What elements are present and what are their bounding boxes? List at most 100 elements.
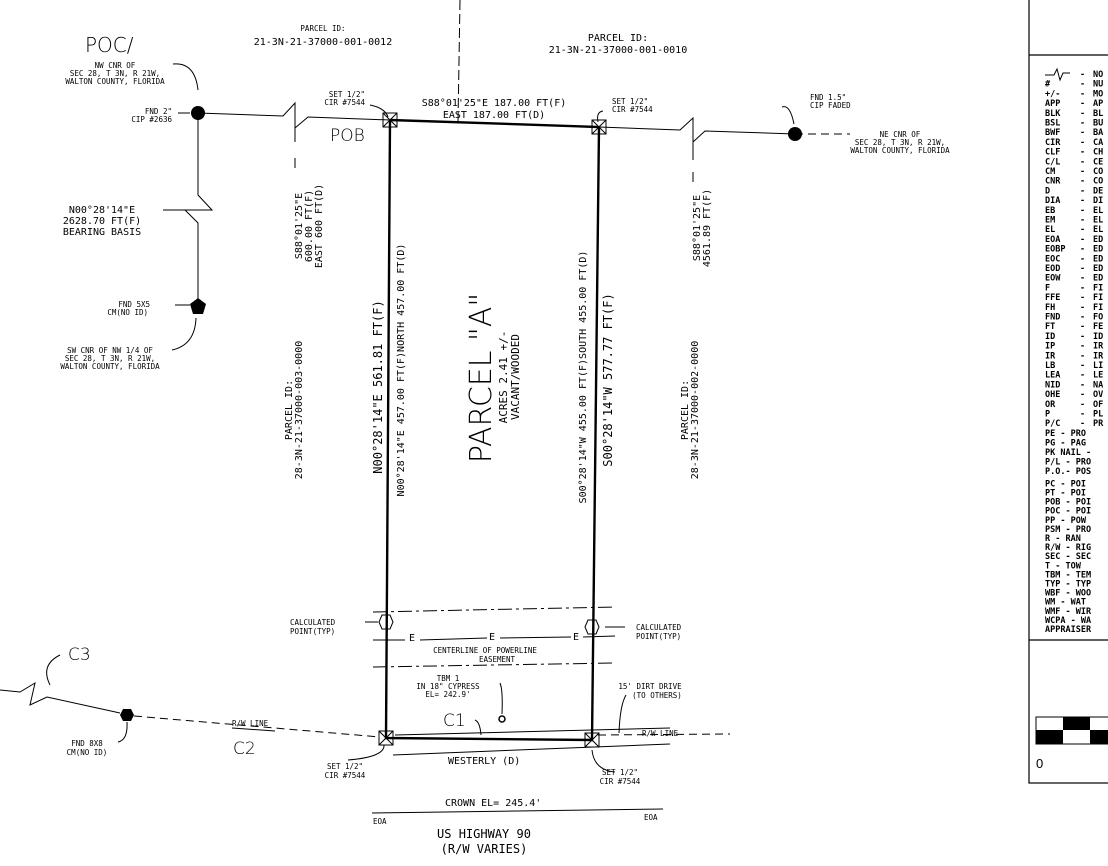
highway-rw: (R/W VARIES) [441, 842, 528, 856]
curve-c2-label: C2 [233, 739, 256, 759]
legend-dash: - [1080, 322, 1085, 332]
legend-dash: - [1080, 293, 1085, 303]
legend-abbreviation: D [1045, 186, 1050, 196]
legend-dash: - [1080, 274, 1085, 284]
legend-dash: - [1080, 177, 1085, 187]
eoa-label: EOA [373, 817, 387, 826]
legend-abbreviation: EOC [1045, 254, 1060, 264]
fnd2-label: FND 2" [145, 107, 172, 116]
legend-abbreviation: LB [1045, 361, 1055, 371]
legend-dash: - [1080, 138, 1085, 148]
parcel-use: VACANT/WOODED [509, 334, 522, 420]
eoa-label: EOA [644, 813, 658, 822]
tbm-label: EL= 242.9' [425, 690, 470, 699]
legend-row: P.O.- POS [1045, 467, 1091, 477]
legend-abbreviation: LEA [1045, 371, 1060, 381]
legend-abbreviation: EOW [1045, 274, 1061, 284]
legend-description: FE [1093, 322, 1103, 332]
calc-point-label: CALCULATED [636, 623, 682, 632]
legend-row: POC - POI [1045, 507, 1091, 517]
east-tie: S88°01'25"E [692, 195, 703, 261]
legend-description: CO [1093, 167, 1103, 177]
legend-description: BA [1093, 128, 1103, 138]
legend-description: NU [1093, 80, 1103, 90]
legend-dash: - [1080, 148, 1085, 158]
ne-cnr-label: WALTON COUNTY, FLORIDA [850, 146, 950, 155]
legend-row: PP - POW [1045, 516, 1087, 526]
legend-description: BU [1093, 119, 1103, 129]
calculated-point-icon [378, 614, 600, 635]
legend-abbreviation: EOD [1045, 264, 1060, 274]
right-of-way [0, 654, 731, 814]
fnd15-label: FND 1.5" [810, 93, 846, 102]
bearing-basis: 2628.70 FT(F) [63, 216, 141, 227]
scale-zero: 0 [1036, 756, 1043, 771]
legend-abbreviation: FH [1045, 303, 1055, 313]
legend-dash: - [1080, 99, 1085, 109]
ne-cnr-label: NE CNR OF [880, 130, 921, 139]
legend-abbreviation: NID [1045, 380, 1060, 390]
legend-abbreviation: P [1045, 410, 1050, 420]
legend-dash: - [1080, 245, 1085, 255]
fnd5x5-label: CM(NO ID) [107, 308, 148, 317]
legend-abbreviation: OHE [1045, 390, 1060, 400]
legend-description: ED [1093, 264, 1103, 274]
legend-row: T - TOW [1045, 561, 1082, 571]
fnd8x8-label: CM(NO ID) [67, 748, 108, 757]
electric-marker: E [573, 632, 579, 643]
legend-abbreviation: EOA [1045, 235, 1060, 245]
legend-dash: - [1080, 410, 1085, 420]
parcel-id-nw: 21-3N-21-37000-001-0012 [254, 37, 392, 48]
legend-description: ID [1093, 332, 1103, 342]
poc-desc: SEC 28, T 3N, R 21W, [70, 69, 160, 78]
legend-description: OF [1093, 400, 1103, 410]
legend-abbreviation: # [1045, 80, 1051, 90]
legend-dash: - [1080, 80, 1085, 90]
legend-row: PK NAIL - [1045, 448, 1091, 458]
set-cir-label: SET 1/2" [602, 768, 638, 777]
found-iron-pipe-icon [788, 127, 802, 141]
leader-lines [117, 63, 795, 773]
concrete-monument-icon [190, 298, 206, 314]
legend-abbreviation: EOBP [1045, 245, 1065, 255]
curve-c3-label: C3 [68, 645, 91, 665]
legend-dash: - [1080, 313, 1085, 323]
ne-cnr-label: SEC 28, T 3N, R 21W, [855, 138, 945, 147]
benchmark-tree-icon [498, 715, 506, 723]
legend-abbreviation: CNR [1045, 177, 1061, 187]
legend-description: EL [1093, 206, 1103, 216]
rw-line-label: R/W LINE [642, 729, 679, 738]
labels: PARCEL ID: 21-3N-21-37000-001-0012 PARCE… [60, 24, 950, 856]
fnd15-label: CIP FADED [810, 101, 851, 110]
legend-abbreviation: OR [1045, 400, 1056, 410]
legend-dash: - [1080, 419, 1085, 429]
legend-row: POB - POI [1045, 498, 1091, 508]
legend-abbreviation: BLK [1045, 109, 1061, 119]
scale-bar [1035, 716, 1108, 745]
legend-description: BL [1093, 109, 1103, 119]
legend-dash: - [1080, 361, 1085, 371]
east-line-deed: S00°28'14"W 455.00 FT(F)SOUTH 455.00 FT(… [578, 251, 589, 504]
legend-description: PL [1093, 410, 1103, 420]
legend-dash: - [1080, 283, 1085, 293]
parcel-acres: ACRES 2.41 +/- [497, 331, 510, 424]
legend-panel: -NO#-NU+/--MOAPP-APBLK-BLBSL-BUBWF-BACIR… [1028, 0, 1108, 784]
legend-description: ED [1093, 254, 1103, 264]
legend-description: NA [1093, 380, 1103, 390]
legend-abbreviation: BWF [1045, 128, 1060, 138]
legend-abbreviation: IR [1045, 351, 1056, 361]
curve-c1-label: C1 [443, 711, 466, 731]
legend-row: TYP - TYP [1045, 580, 1091, 590]
north-line-bearing: S88°01'25"E 187.00 FT(F) [422, 98, 567, 109]
legend-abbreviation: FND [1045, 313, 1060, 323]
legend-description: CE [1093, 157, 1103, 167]
rw-line-label: R/W LINE [232, 719, 269, 728]
legend-abbreviation: P/C [1045, 419, 1060, 429]
calc-point-label: POINT(TYP) [636, 632, 681, 641]
legend-row: TBM - TEM [1045, 570, 1091, 580]
legend-abbreviation: FFE [1045, 293, 1060, 303]
legend-description: ED [1093, 245, 1103, 255]
legend-dash: - [1080, 70, 1085, 80]
legend-dash: - [1080, 254, 1085, 264]
